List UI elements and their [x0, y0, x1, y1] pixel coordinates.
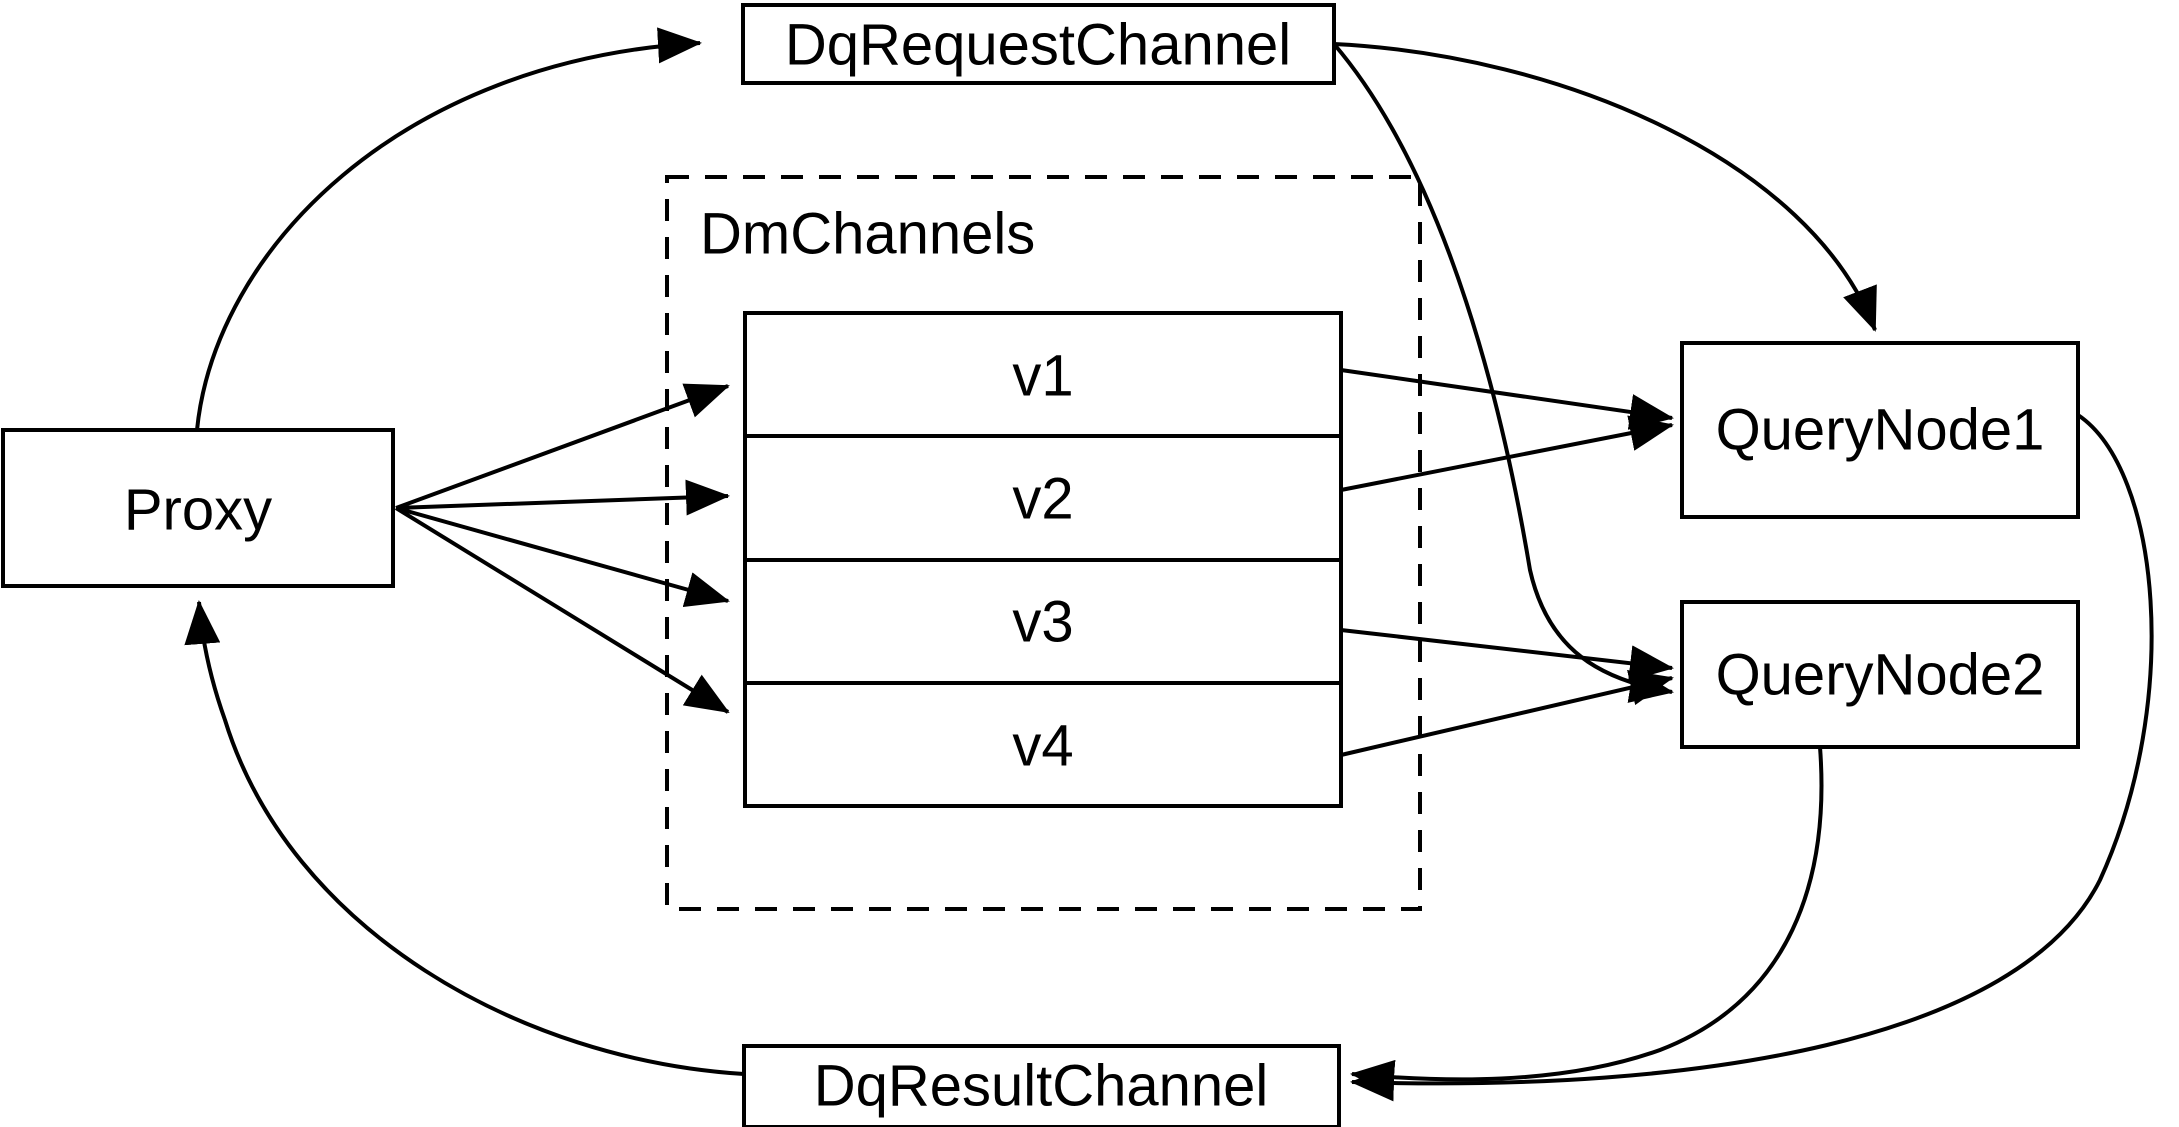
edge-v3-to-query-node-2	[1340, 628, 1674, 682]
edge-query-node-2-to-dq-result-channel	[1350, 746, 1824, 1096]
edge-proxy-to-v4	[394, 506, 730, 714]
edge-dq-result-channel-to-proxy	[184, 600, 745, 1076]
node-dq-result-channel-box[interactable]	[742, 1044, 1341, 1127]
edge-dq-request-channel-to-query-node-1	[1333, 42, 1877, 332]
node-query-node-1-box[interactable]	[1680, 341, 2080, 519]
edge-dq-request-channel-to-query-node-2	[1332, 42, 1674, 703]
edge-v1-to-query-node-1	[1340, 368, 1674, 430]
dm-channels-group	[665, 175, 1422, 911]
v1-label: v1	[1012, 344, 1073, 409]
dm-channels-label: DmChannels	[700, 202, 1035, 267]
edge-proxy-to-v1	[395, 383, 730, 510]
node-dq-request-channel-box[interactable]	[741, 3, 1336, 85]
node-query-node-1-label: QueryNode1	[1716, 398, 2045, 463]
edge-proxy-to-v2	[395, 479, 730, 516]
edge-query-node-1-to-dq-result-channel	[1350, 413, 2154, 1102]
node-proxy-box[interactable]	[1, 428, 395, 588]
edge-v2-to-query-node-1	[1340, 415, 1674, 492]
edge-proxy-to-v3	[395, 506, 730, 608]
v3-label: v3	[1012, 590, 1073, 655]
node-query-node-2-box[interactable]	[1680, 600, 2080, 749]
edge-v4-to-query-node-2	[1340, 669, 1674, 757]
node-dq-request-channel-label: DqRequestChannel	[785, 13, 1291, 78]
node-proxy-label: Proxy	[124, 478, 272, 543]
node-query-node-2-label: QueryNode2	[1716, 643, 2045, 708]
v4-label: v4	[1012, 714, 1073, 779]
edge-proxy-to-dq-request-channel	[195, 27, 702, 431]
v2-label: v2	[1012, 467, 1073, 532]
node-dq-result-channel-label: DqResultChannel	[814, 1054, 1269, 1119]
